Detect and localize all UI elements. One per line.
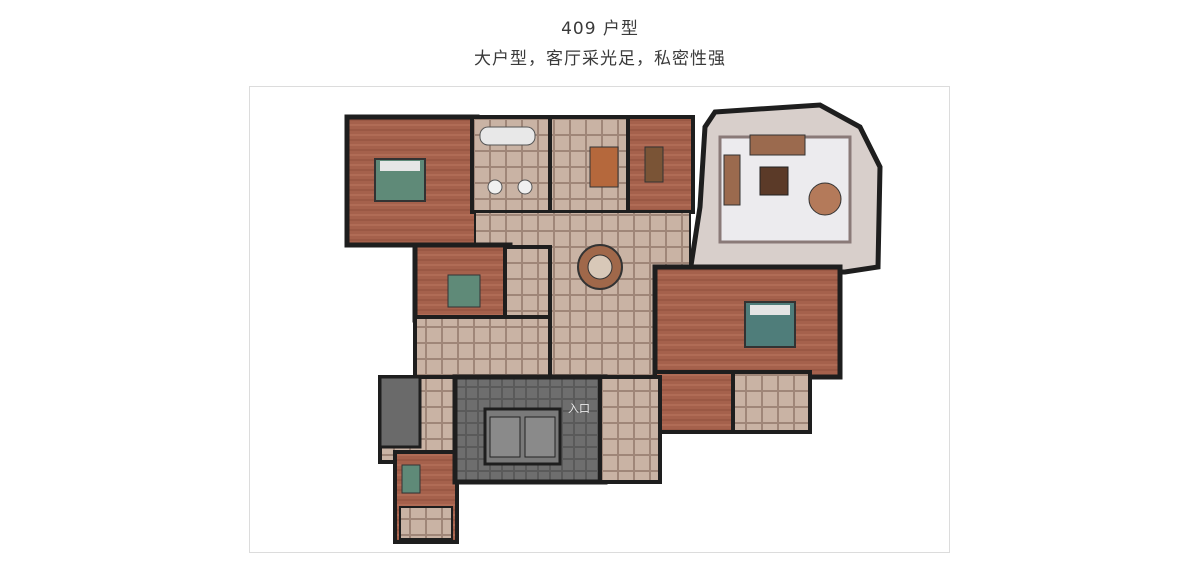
balcony (378, 375, 422, 449)
bedroom-1 (344, 114, 480, 248)
dressing-room (653, 370, 735, 434)
floorplan-drawing: 入口 (344, 102, 883, 544)
bathroom-2 (503, 245, 552, 324)
floorplan-frame: 入口 (249, 86, 950, 553)
page-subtitle: 大户型，客厅采光足，私密性强 (474, 49, 726, 69)
foyer (598, 375, 662, 484)
elevator-label: 入口 (568, 402, 590, 415)
master-bath (728, 370, 812, 434)
kitchen (413, 315, 552, 379)
page-title: 409 户型 (561, 19, 639, 39)
